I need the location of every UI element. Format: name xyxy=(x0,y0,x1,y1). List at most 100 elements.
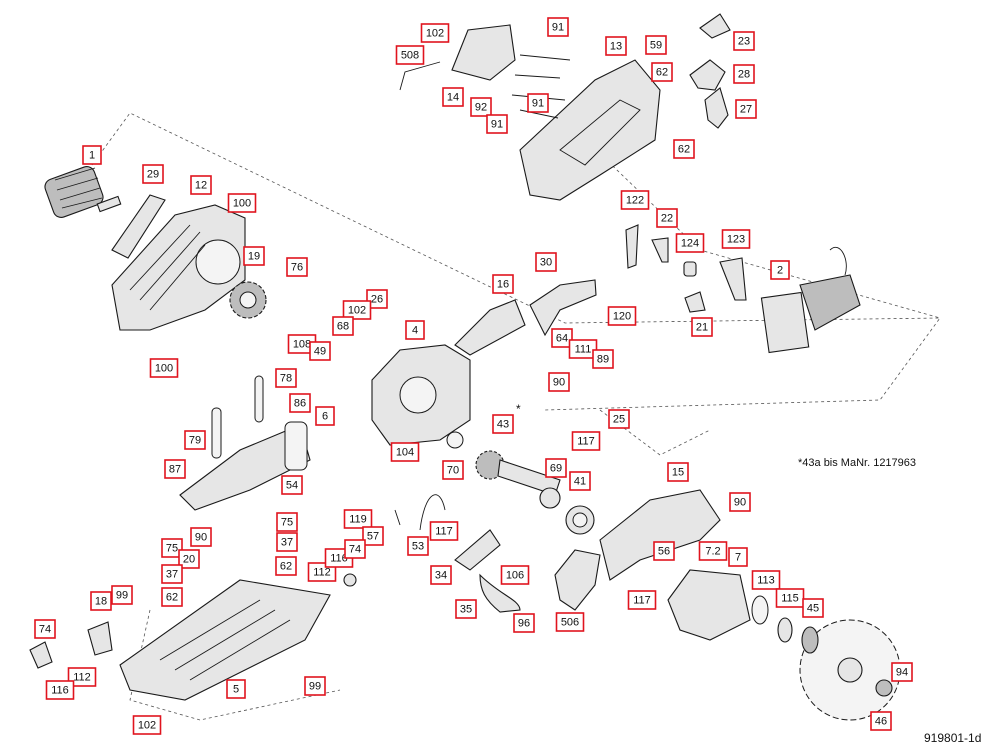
part-label-box xyxy=(653,541,675,561)
part-label-text: 99 xyxy=(116,590,128,602)
part-label-96: 96 xyxy=(513,613,535,633)
part-label-text: 102 xyxy=(426,28,444,40)
part-label-text: 116 xyxy=(330,553,348,565)
base-plate xyxy=(119,579,331,701)
part-label-text: 21 xyxy=(696,322,708,334)
part-label-text: 37 xyxy=(166,569,178,581)
part-label-text: 75 xyxy=(281,517,293,529)
part-label-26: 26 xyxy=(366,289,388,309)
part-label-text: 119 xyxy=(349,514,367,526)
part-label-35: 35 xyxy=(455,599,477,619)
part-label-506: 506 xyxy=(555,612,585,632)
part-label-74: 74 xyxy=(34,619,56,639)
part-label-text: 27 xyxy=(740,104,752,116)
dust-port xyxy=(554,549,601,611)
saw-blade xyxy=(799,619,901,721)
part-label-box xyxy=(132,715,162,735)
part-label-box xyxy=(607,306,637,326)
part-label-text: 79 xyxy=(189,435,201,447)
handle-housing xyxy=(519,59,661,201)
part-label-box xyxy=(733,64,755,84)
part-label-70: 70 xyxy=(442,460,464,480)
part-label-box xyxy=(569,471,591,491)
part-label-text: 120 xyxy=(613,311,631,323)
asterisk-mark: * xyxy=(516,402,521,416)
part-label-62: 62 xyxy=(651,62,673,82)
part-label-box xyxy=(729,492,751,512)
part-label-box xyxy=(226,679,246,699)
part-label-box xyxy=(728,547,748,567)
small-brackets xyxy=(625,224,747,313)
part-label-117: 117 xyxy=(571,431,601,451)
part-label-box xyxy=(164,459,186,479)
part-label-text: 508 xyxy=(401,50,419,62)
part-label-text: 117 xyxy=(435,526,453,538)
part-label-text: 18 xyxy=(95,596,107,608)
part-label-box xyxy=(161,538,183,558)
part-label-box xyxy=(673,139,695,159)
part-label-text: 94 xyxy=(896,667,908,679)
part-label-text: 90 xyxy=(195,532,207,544)
part-label-28: 28 xyxy=(733,64,755,84)
part-label-box xyxy=(698,541,728,561)
part-label-text: 91 xyxy=(552,22,564,34)
part-label-box xyxy=(568,339,598,359)
part-label-122: 122 xyxy=(620,190,650,210)
part-label-text: 46 xyxy=(875,716,887,728)
part-label-25: 25 xyxy=(608,409,630,429)
part-label-box xyxy=(276,532,298,552)
part-label-box xyxy=(343,509,373,529)
part-label-box xyxy=(513,613,535,633)
part-label-text: 59 xyxy=(650,40,662,52)
part-label-text: 7.2 xyxy=(705,546,720,558)
part-label-box xyxy=(442,87,464,107)
part-label-box xyxy=(733,31,755,51)
part-label-box xyxy=(891,662,913,682)
part-label-4: 4 xyxy=(405,320,425,340)
part-label-text: 112 xyxy=(73,672,91,684)
part-label-text: 4 xyxy=(412,325,418,337)
part-label-106: 106 xyxy=(500,565,530,585)
part-label-text: 68 xyxy=(337,321,349,333)
part-label-37: 37 xyxy=(276,532,298,552)
part-label-56: 56 xyxy=(653,541,675,561)
part-label-104: 104 xyxy=(390,442,420,462)
part-label-91: 91 xyxy=(486,114,508,134)
part-label-68: 68 xyxy=(332,316,354,336)
part-label-box xyxy=(420,23,450,43)
part-label-text: 43 xyxy=(497,419,509,431)
part-label-1: 1 xyxy=(82,145,102,165)
part-label-text: 74 xyxy=(349,544,361,556)
lever-and-guide xyxy=(454,279,597,356)
part-label-text: 116 xyxy=(51,685,69,697)
part-label-box xyxy=(627,590,657,610)
part-label-text: 16 xyxy=(497,279,509,291)
part-label-120: 120 xyxy=(607,306,637,326)
part-label-box xyxy=(276,512,298,532)
part-label-box xyxy=(430,565,452,585)
part-label-7-2: 7.2 xyxy=(698,541,728,561)
part-label-box xyxy=(275,556,297,576)
part-label-box xyxy=(304,676,326,696)
part-label-text: 29 xyxy=(147,169,159,181)
part-label-text: 74 xyxy=(39,624,51,636)
part-label-text: 506 xyxy=(561,617,579,629)
part-label-text: 14 xyxy=(447,92,459,104)
part-label-99: 99 xyxy=(304,676,326,696)
part-label-text: 13 xyxy=(610,41,622,53)
part-label-102: 102 xyxy=(420,23,450,43)
part-label-64: 64 xyxy=(551,328,573,348)
part-label-box xyxy=(190,527,212,547)
part-label-text: 123 xyxy=(727,234,745,246)
part-label-102: 102 xyxy=(342,300,372,320)
part-label-15: 15 xyxy=(667,462,689,482)
part-label-box xyxy=(332,316,354,336)
part-label-text: 91 xyxy=(532,98,544,110)
part-label-6: 6 xyxy=(315,406,335,426)
part-label-text: 7 xyxy=(735,552,741,564)
part-label-54: 54 xyxy=(281,475,303,495)
part-label-text: 90 xyxy=(734,497,746,509)
part-label-text: 106 xyxy=(506,570,524,582)
